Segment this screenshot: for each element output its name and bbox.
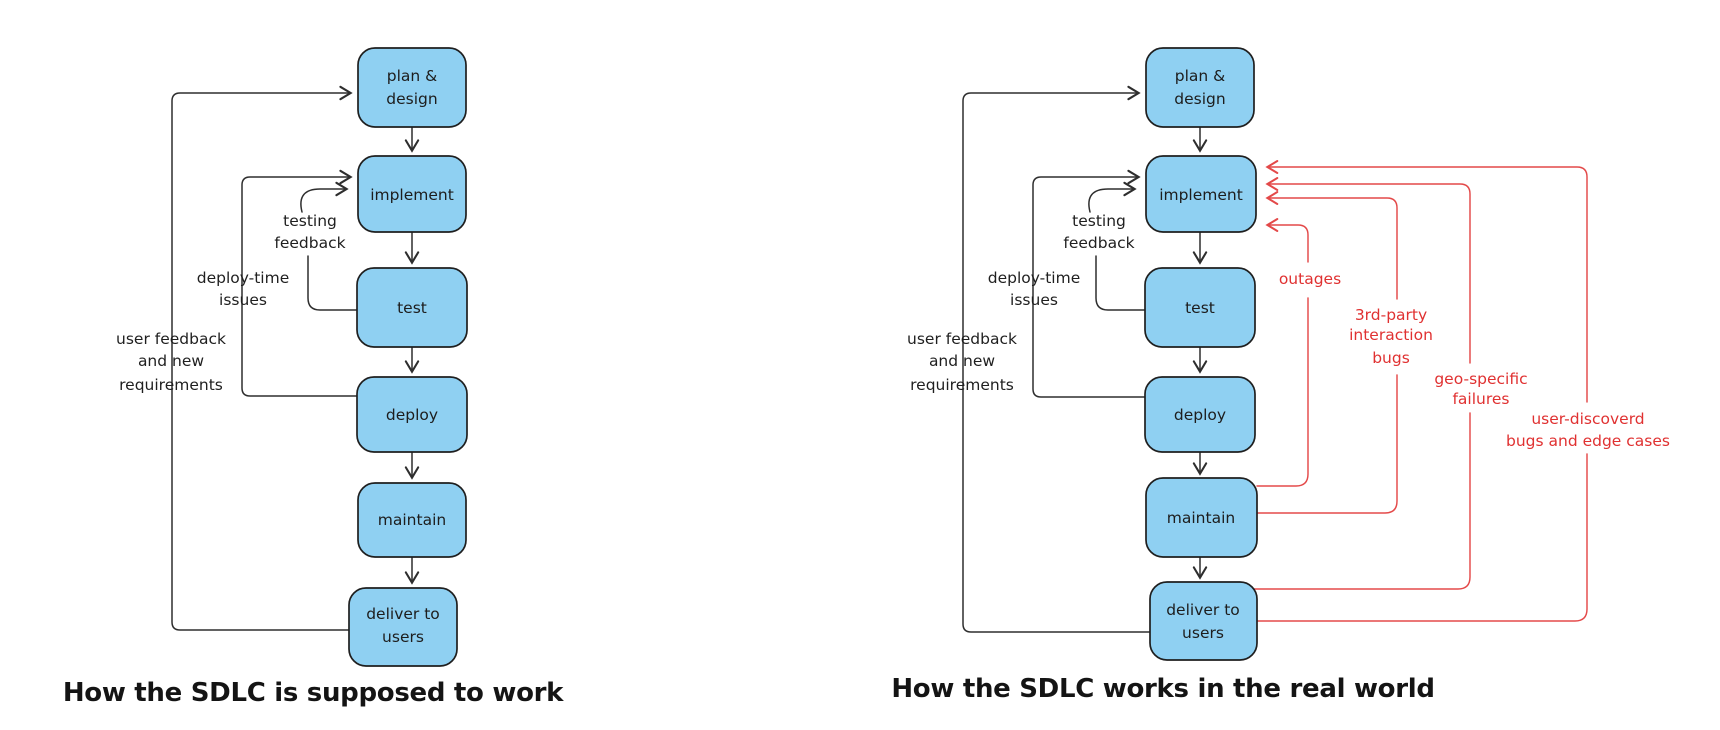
label-testing-feedback-line1: testing: [283, 212, 337, 230]
edge-user-feedback-loop: [171, 85, 353, 631]
node-plan-design: [1145, 47, 1255, 128]
label-user-discovered-line1: user-discoverd: [1531, 410, 1644, 428]
edge-geo-specific-to-implement: [1265, 177, 1471, 364]
edge-user-feedback-loop: [962, 85, 1151, 633]
node-implement: [1145, 155, 1257, 233]
node-deliver-label-line2: users: [1182, 624, 1224, 642]
node-deliver: [348, 587, 458, 667]
edge-testing-feedback-arrow: [300, 181, 349, 213]
node-test: [356, 267, 468, 348]
node-maintain-label: maintain: [378, 511, 446, 529]
label-user-feedback-line3: requirements: [119, 376, 223, 394]
label-third-party-line1: 3rd-party: [1355, 306, 1427, 324]
node-test-label: test: [397, 299, 427, 317]
label-outages: outages: [1279, 270, 1341, 288]
node-test: [1144, 267, 1256, 348]
right-diagram: outages 3rd-party interaction bugs geo-s…: [891, 47, 1670, 704]
node-maintain: [357, 482, 467, 558]
node-implement: [357, 155, 467, 233]
label-user-feedback-line2: and new: [929, 352, 995, 370]
label-third-party-line2: interaction: [1349, 326, 1433, 344]
edge-third-party-to-implement: [1265, 191, 1398, 300]
label-geo-specific-line1: geo-specific: [1434, 370, 1527, 388]
edge-testing-feedback-loop: [307, 255, 358, 311]
edge-user-discovered-to-implement: [1265, 160, 1588, 403]
label-deploy-time-line2: issues: [219, 291, 267, 309]
edge-user-discovered-from-deliver: [1256, 453, 1588, 622]
node-plan-design: [357, 47, 467, 128]
node-plan-design-label-line1: plan &: [1175, 67, 1225, 85]
label-user-feedback-line3: requirements: [910, 376, 1014, 394]
node-implement-label: implement: [370, 186, 454, 204]
caption-left: How the SDLC is supposed to work: [63, 678, 564, 708]
edge-third-party-from-maintain: [1256, 374, 1398, 514]
edge-geo-specific-from-deliver: [1253, 412, 1471, 590]
label-deploy-time-line1: deploy-time: [988, 269, 1081, 287]
edge-deploy-time-loop: [1032, 169, 1146, 398]
edge-outages-to-implement: [1265, 218, 1309, 263]
label-user-feedback-line2: and new: [138, 352, 204, 370]
node-deploy: [1144, 376, 1256, 453]
node-deploy-label: deploy: [1174, 406, 1226, 424]
node-plan-design-label-line2: design: [1174, 90, 1225, 108]
node-plan-design-label-line2: design: [386, 90, 437, 108]
left-diagram: testing feedback deploy-time issues user…: [63, 47, 564, 708]
label-user-feedback-line1: user feedback: [116, 330, 226, 348]
edge-outages-from-maintain: [1256, 297, 1309, 487]
node-deliver-label-line1: deliver to: [1166, 601, 1240, 619]
node-maintain: [1145, 477, 1258, 558]
node-deploy-label: deploy: [386, 406, 438, 424]
label-deploy-time-line2: issues: [1010, 291, 1058, 309]
label-testing-feedback-line1: testing: [1072, 212, 1126, 230]
label-testing-feedback-line2: feedback: [274, 234, 345, 252]
edge-testing-feedback-arrow: [1088, 181, 1137, 213]
node-deliver: [1149, 581, 1258, 661]
node-implement-label: implement: [1159, 186, 1243, 204]
edge-deploy-time-loop: [241, 169, 358, 397]
caption-right: How the SDLC works in the real world: [891, 674, 1434, 704]
node-deliver-label-line2: users: [382, 628, 424, 646]
edge-testing-feedback-loop: [1095, 255, 1146, 311]
node-plan-design-label-line1: plan &: [387, 67, 437, 85]
node-test-label: test: [1185, 299, 1215, 317]
label-deploy-time-line1: deploy-time: [197, 269, 290, 287]
node-maintain-label: maintain: [1167, 509, 1235, 527]
label-third-party-line3: bugs: [1372, 349, 1410, 367]
label-testing-feedback-line2: feedback: [1063, 234, 1134, 252]
label-user-discovered-line2: bugs and edge cases: [1506, 432, 1670, 450]
node-deliver-label-line1: deliver to: [366, 605, 440, 623]
node-deploy: [356, 376, 468, 453]
label-user-feedback-line1: user feedback: [907, 330, 1017, 348]
label-geo-specific-line2: failures: [1452, 390, 1509, 408]
